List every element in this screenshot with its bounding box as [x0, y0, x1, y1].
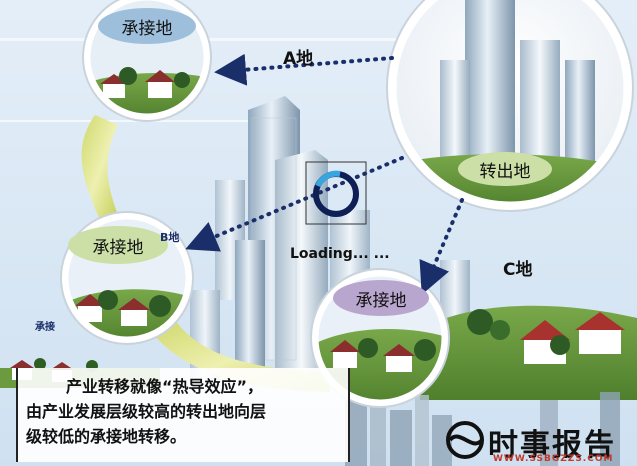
place-label-a: A地	[283, 49, 314, 69]
caption-line-1: 产业转移就像“热导效应”，	[66, 377, 264, 396]
bottom-skyline	[345, 385, 620, 466]
loading-text: Loading... ...	[290, 246, 390, 262]
arrow-to-b	[185, 156, 404, 252]
caption-box: 产业转移就像“热导效应”， 由产业发展层级较高的转出地向层 级较低的承接地转移。	[16, 368, 350, 462]
receiver-label-top: 承接地	[98, 8, 196, 44]
source-circle	[386, 0, 634, 212]
partial-receiver-label: 承接	[35, 322, 55, 333]
right-village	[420, 305, 637, 400]
transfer-arrows	[185, 53, 464, 295]
receiver-label-middle: 承接地	[68, 226, 168, 264]
logo-name: 时事报告	[488, 428, 616, 463]
source-label: 转出地	[458, 152, 552, 186]
arrow-to-a	[214, 53, 394, 86]
logo-url: WWW.SSBGZZS.COM	[493, 454, 614, 464]
place-label-b: B地	[160, 231, 180, 244]
sky-streak	[0, 120, 260, 122]
connector-band-upper	[81, 115, 120, 220]
caption-line-3: 级较低的承接地转移。	[26, 427, 187, 446]
caption-line-2: 由产业发展层级较高的转出地向层	[26, 402, 267, 421]
loading-spinner	[305, 161, 367, 225]
arrow-to-c	[419, 198, 464, 295]
place-label-c: C地	[503, 260, 533, 280]
receiver-label-right: 承接地	[333, 280, 429, 316]
logo-emblem-icon	[446, 421, 484, 459]
